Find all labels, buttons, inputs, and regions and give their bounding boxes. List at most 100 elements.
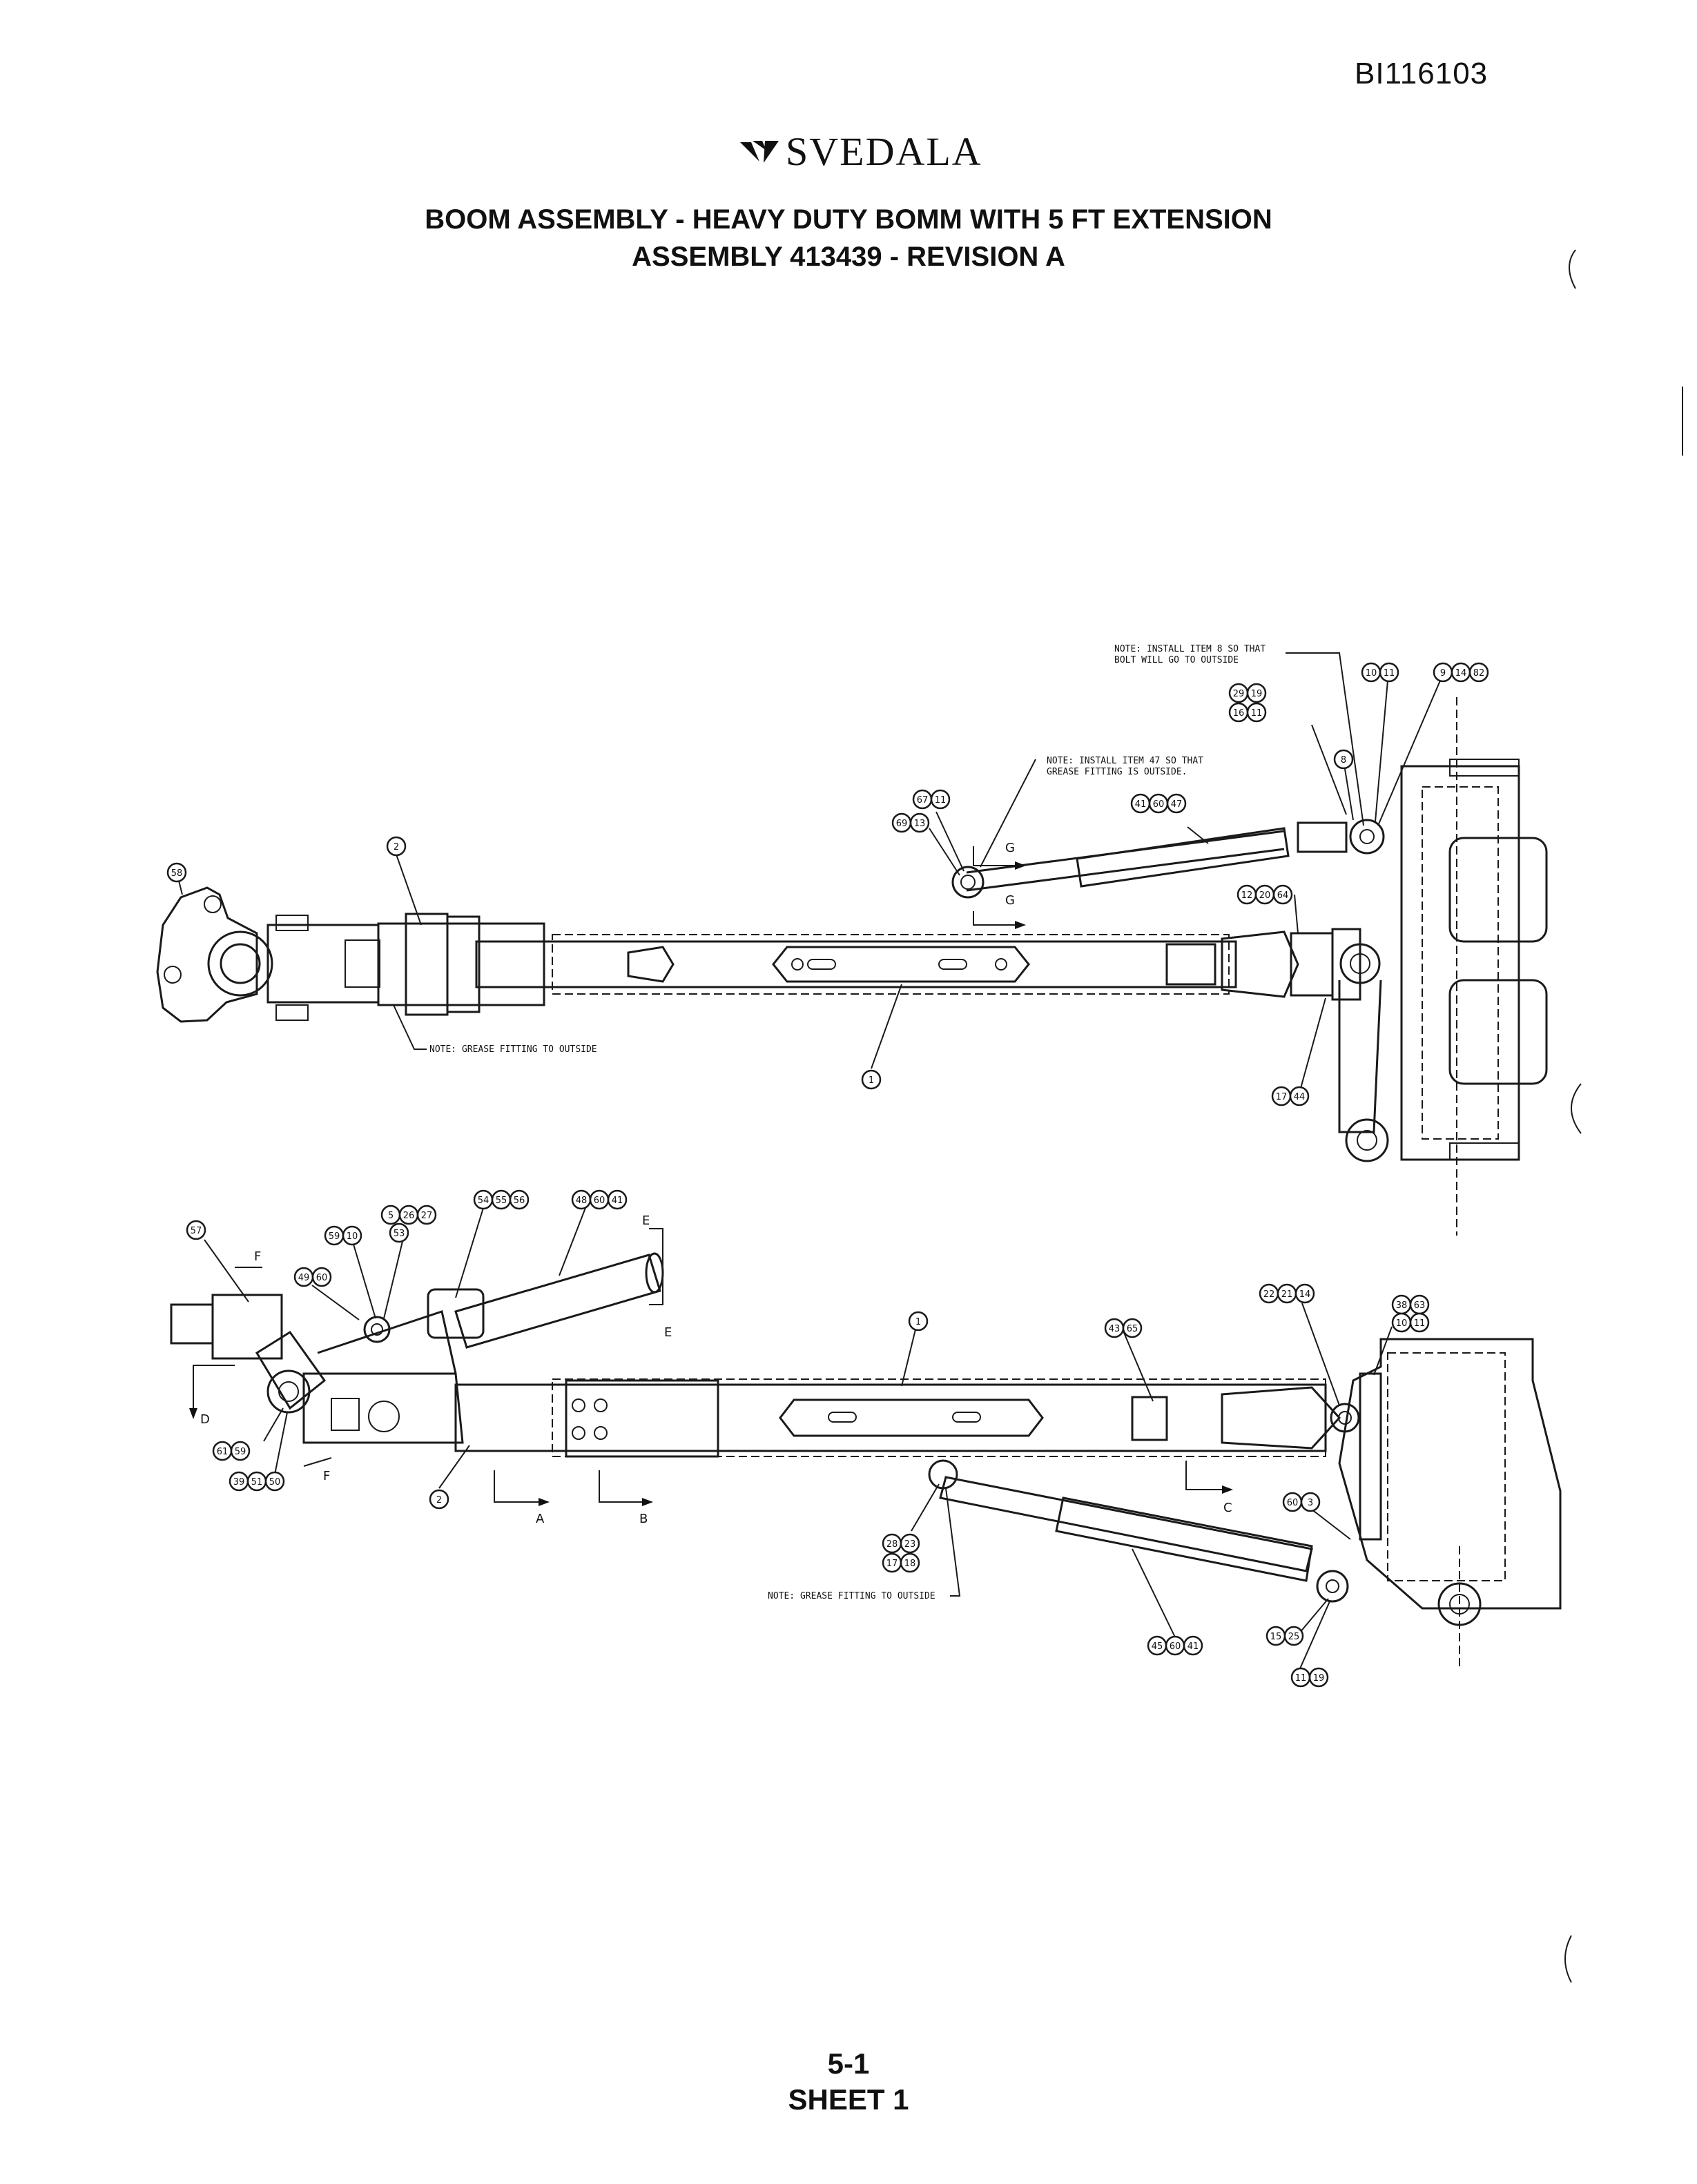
section-label-b: B — [639, 1512, 648, 1526]
svg-text:48: 48 — [576, 1196, 588, 1206]
section-marker-a — [494, 1470, 539, 1503]
svg-text:17: 17 — [1276, 1092, 1288, 1102]
section-label-f: F — [254, 1249, 261, 1264]
tilt-cylinder-barrel — [1055, 1496, 1313, 1582]
bracket-hole — [164, 966, 182, 984]
tilt-cylinder-rod — [939, 1476, 1313, 1572]
callout-14: 14 — [1451, 662, 1471, 683]
bracket-hole — [204, 895, 222, 913]
svg-text:45: 45 — [1152, 1641, 1163, 1652]
svg-text:59: 59 — [235, 1447, 246, 1457]
callout-60: 60 — [311, 1267, 332, 1287]
arrow-icon — [1015, 921, 1026, 929]
svg-text:15: 15 — [1270, 1632, 1282, 1642]
frame-post — [1359, 1372, 1382, 1541]
callout-27: 27 — [416, 1205, 437, 1225]
leader-line — [311, 1285, 360, 1320]
leader-line — [1294, 894, 1299, 934]
head-pivot-bore — [1350, 953, 1370, 974]
svg-text:41: 41 — [1135, 799, 1147, 810]
outer-boom-hidden — [552, 934, 1230, 995]
svg-text:38: 38 — [1396, 1300, 1408, 1311]
clevis-block — [266, 924, 380, 1004]
callouts: 10 11 9 14 82 29 19 16 11 8 41 60 47 67 … — [166, 662, 1489, 1688]
bolt-icon — [594, 1426, 608, 1440]
callout-25: 25 — [1283, 1626, 1304, 1646]
svg-text:20: 20 — [1259, 890, 1271, 901]
svg-text:64: 64 — [1277, 890, 1289, 901]
callout-57: 57 — [186, 1220, 206, 1240]
callout-22: 22 — [1259, 1283, 1279, 1304]
callout-63: 63 — [1409, 1294, 1430, 1315]
svg-text:2: 2 — [436, 1495, 442, 1505]
callout-60: 60 — [589, 1189, 610, 1210]
svg-text:8: 8 — [1341, 755, 1346, 766]
svg-text:14: 14 — [1299, 1289, 1311, 1300]
arrow-icon — [1222, 1485, 1233, 1494]
pivot-bore — [220, 943, 261, 984]
mount-frame-hidden — [1422, 786, 1499, 1140]
mount-frame — [1338, 1338, 1562, 1610]
callout-47: 47 — [1166, 793, 1187, 814]
cylinder-base — [1297, 821, 1348, 853]
hole — [791, 958, 804, 971]
page-number: 5-1 — [827, 2047, 870, 2080]
svg-text:18: 18 — [904, 1559, 916, 1569]
leader-line — [1311, 724, 1347, 815]
callout-48: 48 — [571, 1189, 592, 1210]
cylinder-rod-eye-bore — [960, 875, 976, 890]
leader-line — [1187, 826, 1209, 844]
flange-plate — [446, 915, 481, 1013]
callout-11: 11 — [1409, 1312, 1430, 1333]
cylinder-base-eye-bore — [1359, 829, 1375, 844]
pivot-eye — [207, 930, 273, 997]
leader-line — [1286, 652, 1364, 826]
callout-17: 17 — [882, 1552, 902, 1573]
margin-mark — [1564, 1935, 1572, 1983]
callout-67: 67 — [912, 789, 933, 810]
svg-text:55: 55 — [496, 1196, 507, 1206]
callout-21: 21 — [1277, 1283, 1297, 1304]
callout-17: 17 — [1271, 1086, 1292, 1106]
svg-text:41: 41 — [612, 1196, 623, 1206]
svg-text:56: 56 — [514, 1196, 525, 1206]
callout-9: 9 — [1433, 662, 1453, 683]
callout-65: 65 — [1122, 1318, 1143, 1338]
callout-14: 14 — [1294, 1283, 1315, 1304]
callout-19: 19 — [1246, 683, 1267, 703]
brand-logo: SVEDALA — [739, 128, 982, 175]
svg-text:29: 29 — [1233, 689, 1245, 699]
mount-pad — [1448, 837, 1548, 943]
svg-text:53: 53 — [394, 1229, 405, 1239]
callout-11: 11 — [1290, 1667, 1311, 1688]
leader-line — [1344, 768, 1354, 821]
clevis-bolt — [275, 1004, 309, 1021]
base-pivot — [266, 1369, 311, 1414]
svg-text:19: 19 — [1313, 1673, 1325, 1684]
callout-13: 13 — [909, 812, 930, 833]
side-view: E E F F D A B C NO — [170, 1207, 1562, 1674]
svg-text:11: 11 — [1414, 1318, 1426, 1329]
callout-41: 41 — [607, 1189, 628, 1210]
arrow-icon — [189, 1408, 197, 1419]
leader-line — [383, 1232, 405, 1319]
svg-text:12: 12 — [1241, 890, 1253, 901]
cylinder-barrel — [1076, 827, 1290, 888]
clevis-body — [211, 1294, 283, 1360]
svg-text:59: 59 — [329, 1231, 340, 1242]
callout-11: 11 — [1246, 702, 1267, 723]
svg-text:43: 43 — [1109, 1324, 1121, 1334]
tilt-cylinder-base-bore — [1326, 1579, 1339, 1593]
tilt-cylinder-base-eye — [1316, 1570, 1349, 1603]
leader-line — [393, 1004, 427, 1050]
section-marker-b — [599, 1470, 642, 1503]
arrow-icon — [642, 1498, 653, 1506]
callout-23: 23 — [900, 1533, 920, 1554]
callout-10: 10 — [1391, 1312, 1412, 1333]
section-marker-d — [193, 1365, 235, 1408]
svg-text:11: 11 — [935, 795, 947, 806]
inner-boom-flange — [377, 922, 545, 1006]
callout-29: 29 — [1228, 683, 1249, 703]
leader-line — [929, 828, 960, 876]
